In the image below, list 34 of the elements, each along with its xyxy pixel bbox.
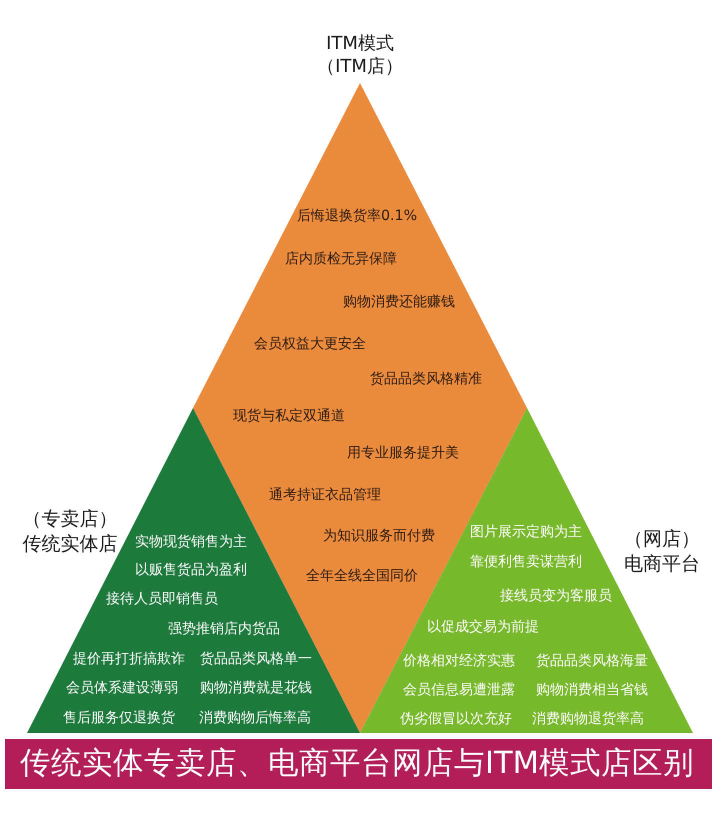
feature-text: 全年全线全国同价 xyxy=(306,568,418,586)
feature-text: 为知识服务而付费 xyxy=(323,528,435,546)
feature-text: 会员权益大更安全 xyxy=(254,336,366,354)
feature-text: 以促成交易为前提 xyxy=(427,619,539,636)
feature-text: 货品品类风格海量 xyxy=(536,653,648,670)
feature-text: 购物消费就是花钱 xyxy=(200,680,312,698)
feature-text: 价格相对经济实惠 xyxy=(403,653,515,670)
feature-text: 用专业服务提升美 xyxy=(347,445,459,462)
feature-text: 消费购物退货率高 xyxy=(532,711,644,728)
feature-text: 售后服务仅退换货 xyxy=(63,710,175,728)
feature-text: 伪劣假冒以次充好 xyxy=(400,711,512,728)
feature-text: 会员信息易遭泄露 xyxy=(403,682,515,700)
feature-text: 店内质检无异保障 xyxy=(285,251,397,268)
feature-text: 接待人员即销售员 xyxy=(106,591,218,608)
feature-text: 提价再打折搞欺诈 xyxy=(73,651,185,668)
section-heading: ITM模式（ITM店） xyxy=(316,32,404,79)
feature-text: 实物现货销售为主 xyxy=(135,534,247,552)
feature-text: 会员体系建设薄弱 xyxy=(66,680,178,698)
feature-text: 消费购物后悔率高 xyxy=(199,710,311,728)
feature-text: 现货与私定双通道 xyxy=(233,408,345,426)
feature-text: 靠便利售卖谋营利 xyxy=(470,554,582,572)
feature-text: 接线员变为客服员 xyxy=(500,588,612,606)
feature-text: 货品品类风格精准 xyxy=(370,371,482,388)
feature-text: 购物消费还能赚钱 xyxy=(343,294,455,312)
feature-text: 以贩售货品为盈利 xyxy=(135,562,247,580)
section-heading: （专卖店）传统实体店 xyxy=(21,507,118,556)
section-heading: （网店）电商平台 xyxy=(622,527,701,576)
feature-text: 购物消费相当省钱 xyxy=(536,682,648,700)
feature-text: 强势推销店内货品 xyxy=(168,621,280,638)
title-banner: 传统实体专卖店、电商平台网店与ITM模式店区别 xyxy=(5,739,712,789)
feature-text: 通考持证衣品管理 xyxy=(269,487,381,504)
feature-text: 货品品类风格单一 xyxy=(200,651,312,668)
feature-text: 图片展示定购为主 xyxy=(470,524,582,542)
feature-text: 后悔退换货率0.1% xyxy=(297,208,418,226)
